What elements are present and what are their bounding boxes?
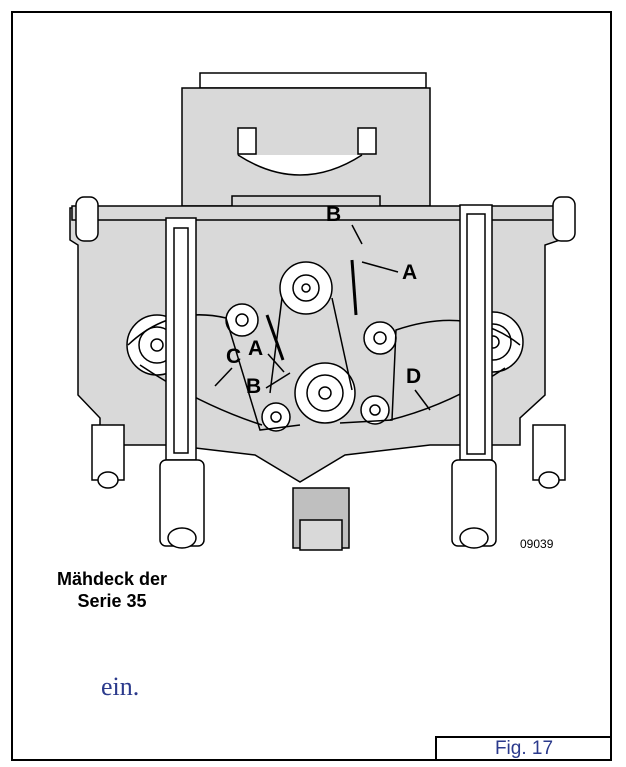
leader-a-lower — [267, 353, 285, 373]
idler-left — [225, 303, 259, 337]
drive-belt-right — [331, 297, 353, 391]
callout-a-lower: A — [248, 337, 264, 360]
belt-d — [339, 319, 521, 424]
left-outer-caster — [91, 424, 125, 481]
caption-line-1: Mähdeck der — [56, 569, 168, 589]
leader-b-lower — [265, 372, 291, 389]
drive-belt-left — [269, 297, 283, 394]
left-top-wheel — [75, 196, 99, 242]
callout-c: C — [226, 345, 242, 368]
idler-bottom-left — [261, 402, 291, 432]
figure-frame — [11, 11, 612, 761]
center-spindle-pulley — [294, 362, 356, 424]
spring-right — [350, 259, 358, 316]
callout-b-upper: B — [326, 203, 342, 226]
spring-left — [265, 314, 285, 361]
text-fragment: ein. — [101, 672, 140, 701]
callout-a-upper: A — [402, 261, 418, 284]
callout-d: D — [406, 365, 422, 388]
idler-bottom-right — [360, 395, 390, 425]
idler-right — [363, 321, 397, 355]
housing-arc — [237, 154, 363, 176]
caption-line-2: Serie 35 — [77, 591, 147, 611]
upper-housing — [181, 87, 431, 207]
right-lift-arm — [459, 204, 493, 461]
right-outer-caster — [532, 424, 566, 481]
drive-pulley — [279, 261, 333, 315]
figure-caption: Mähdeck der Serie 35 — [32, 568, 192, 612]
leader-d — [414, 389, 431, 411]
right-top-wheel — [552, 196, 576, 242]
left-lift-arm — [165, 217, 197, 461]
leader-a-upper — [361, 261, 399, 273]
part-number: 09039 — [520, 537, 554, 551]
leader-c — [214, 367, 233, 387]
top-mount-plate — [199, 72, 427, 89]
belt-c-inner — [139, 364, 263, 426]
figure-label: Fig. 17 — [435, 736, 611, 761]
leader-b-upper — [351, 224, 363, 245]
callout-b-lower: B — [246, 375, 262, 398]
